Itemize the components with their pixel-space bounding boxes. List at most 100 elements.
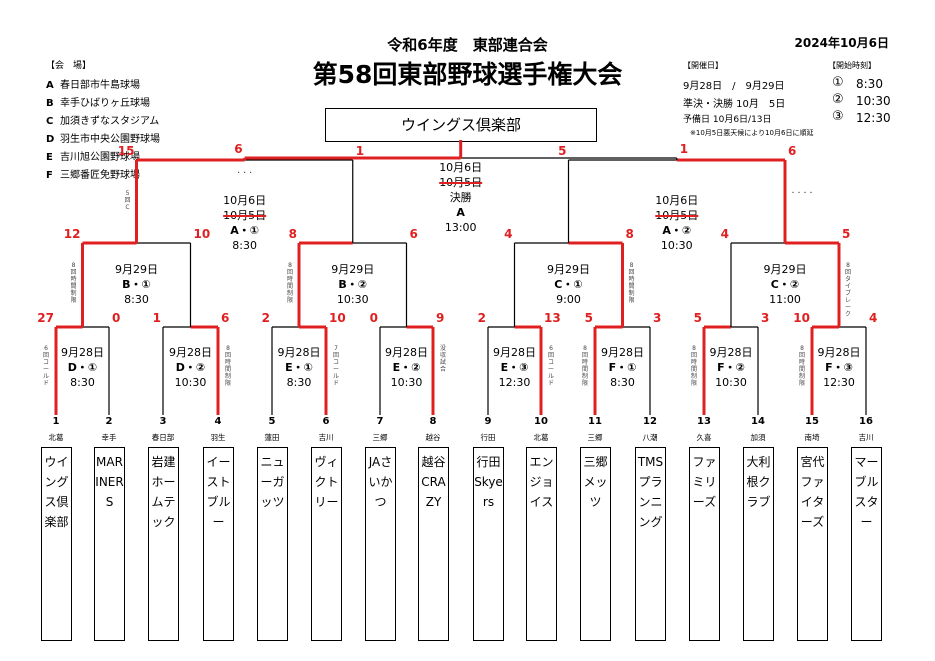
match-time: 11:00 [769, 293, 801, 306]
schedule-line3: 予備日 10月6日/13日 [683, 115, 772, 125]
team-number: 16 [859, 416, 873, 427]
time-mark: ① [832, 75, 844, 90]
team-number: 9 [484, 416, 492, 427]
score-left: 4 [504, 227, 513, 241]
team-number: 14 [751, 416, 765, 427]
match-note: 8回時間制限 [70, 262, 77, 304]
venue-heading: 【会 場】 [46, 61, 92, 71]
score-left: 12 [63, 227, 81, 241]
score-right: 9 [436, 311, 445, 325]
team-number: 2 [105, 416, 113, 427]
score-right: 3 [761, 311, 770, 325]
team-number: 5 [268, 416, 276, 427]
match-date: 9月29日 [547, 263, 590, 276]
team-name: TMSプランニング [637, 455, 664, 529]
team-name: 宮代ファイターズ [800, 455, 825, 529]
team-name: 大利根クラブ [746, 455, 771, 509]
team-area: 吉川 [318, 433, 334, 442]
schedule-line1: 9月28日 / 9月29日 [683, 81, 785, 92]
match-old-date: 10月5日 [655, 209, 699, 222]
team-name: JAさいかつ [368, 455, 393, 509]
team-name-box: 宮代ファイターズ [797, 447, 828, 641]
venue-code: C [46, 116, 54, 127]
match-note: 5回C [124, 190, 131, 211]
score-left: 1 [152, 311, 161, 325]
team-area: 北葛 [48, 433, 64, 442]
match-code: F・① [608, 361, 637, 374]
team-number: 4 [214, 416, 222, 427]
score-right: 5 [842, 227, 851, 241]
match-date: 9月28日 [817, 346, 861, 359]
match-code: C・② [770, 278, 800, 291]
team-number: 12 [643, 416, 657, 427]
team-name: 岩建ホームテック [151, 455, 176, 529]
venue-name: 羽生市中央公園野球場 [60, 134, 160, 145]
team-name-box: ヴィクトリー [311, 447, 342, 641]
match-date: 10月6日 [223, 194, 267, 207]
team-area: 蓮田 [264, 433, 280, 442]
score-left: 5 [584, 311, 593, 325]
team-number: 11 [588, 416, 602, 427]
score-left: 2 [261, 311, 270, 325]
venue-code: F [46, 170, 53, 181]
venue-code: E [46, 152, 53, 163]
score-right: 1 [355, 144, 365, 158]
score-left: 10 [793, 311, 810, 325]
team-name: マーブルスター [854, 455, 879, 529]
team-number: 15 [805, 416, 819, 427]
team-name: イーストブルー [206, 455, 231, 529]
team-name: MARINERS [95, 455, 124, 509]
match-date: 9月28日 [277, 346, 321, 359]
match-date: 9月28日 [169, 346, 212, 359]
time-value: 10:30 [856, 94, 891, 108]
team-name-box: ファミリーズ [689, 447, 720, 641]
score-left: 5 [693, 311, 702, 325]
match-note: 6回コールド [547, 345, 554, 387]
score-right: 6 [409, 227, 418, 241]
match-time: 8:30 [286, 376, 312, 389]
time-mark: ③ [832, 109, 844, 124]
team-area: 羽生 [210, 433, 226, 442]
team-name: エンジョイス [529, 455, 554, 509]
match-code: E・③ [500, 361, 529, 374]
report-date: 2024年10月6日 [794, 36, 889, 50]
team-name-box: エンジョイス [526, 447, 557, 641]
score-left: 2 [477, 311, 486, 325]
schedule-line2: 準決・決勝 10月 5日 [683, 99, 786, 110]
match-note: 8回時間制限 [224, 345, 231, 387]
match-note: 8回時間制限 [286, 262, 293, 304]
match-code: B・① [122, 278, 151, 291]
match-time: 8:30 [124, 293, 149, 306]
team-area: 加須 [750, 433, 766, 442]
team-name-box: イーストブルー [203, 447, 234, 641]
match-note: ・・・ [235, 170, 254, 177]
match-date: 9月28日 [601, 346, 644, 359]
match-old-date: 10月5日 [439, 176, 483, 189]
match-note: 8回時間制限 [798, 345, 805, 387]
score-right: 1 [679, 142, 689, 156]
team-name: ウイングス倶楽部 [44, 455, 69, 529]
schedule-heading: 【開催日】 [683, 61, 723, 70]
match-old-date: 10月5日 [223, 209, 267, 222]
match-time: 10:30 [660, 239, 693, 252]
score-right: 8 [625, 227, 634, 241]
match-note: 7回コールド [332, 345, 339, 387]
match-note: ・・・・ [790, 190, 815, 197]
team-area: 吉川 [858, 433, 874, 442]
match-date: 9月28日 [493, 346, 536, 359]
match-note: 8回タイブレーク [844, 262, 851, 318]
match-date: 9月28日 [61, 346, 104, 359]
match-note: 8回時間制限 [628, 262, 635, 304]
match-note: 8回時間制限 [581, 345, 588, 387]
match-code: B・② [338, 278, 368, 291]
team-name: ファミリーズ [692, 455, 717, 509]
team-name-box: マーブルスター [851, 447, 882, 641]
match-time: 10:30 [336, 293, 369, 306]
team-name-box: 行田Skyers [473, 447, 504, 641]
